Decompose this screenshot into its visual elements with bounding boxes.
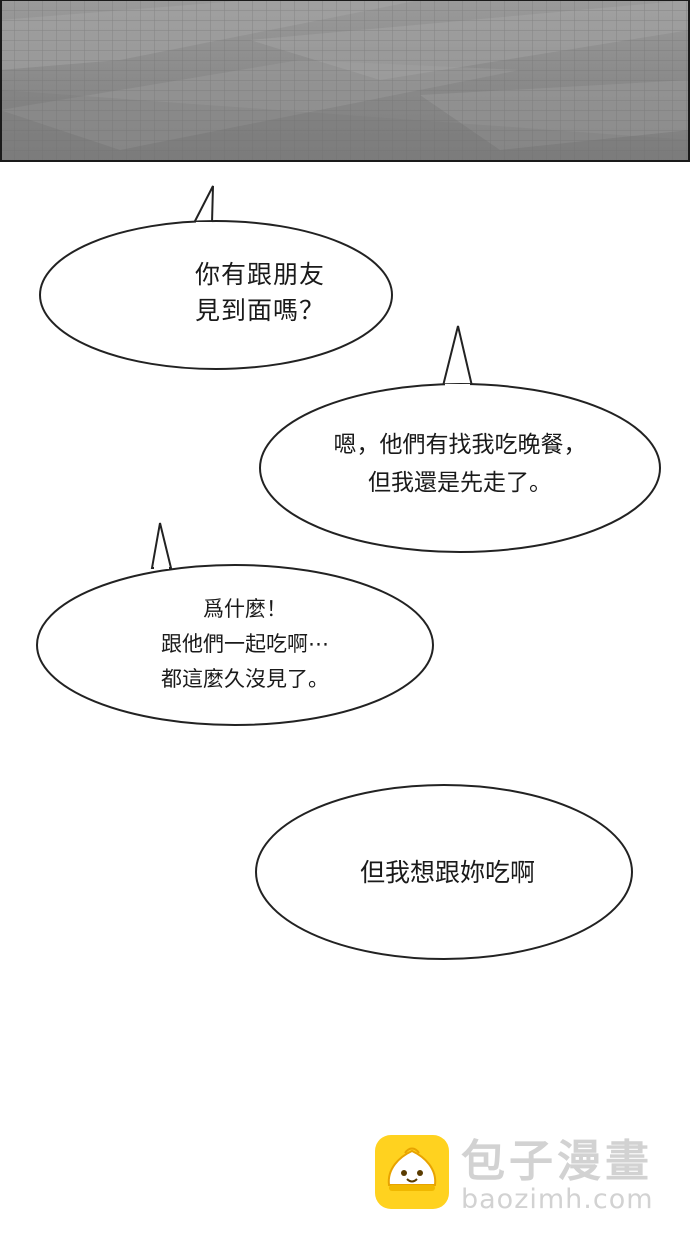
speech-bubble-2-text: 嗯，他們有找我吃晚餐， 但我還是先走了。 xyxy=(285,426,635,502)
speech-bubble-4-text: 但我想跟妳吃啊 xyxy=(280,855,615,891)
speech-line: 爲什麼！ xyxy=(203,597,287,621)
speech-line: 都這麼久沒見了。 xyxy=(161,667,329,691)
watermark[interactable]: 包子漫畫 baozimh.com xyxy=(375,1133,675,1223)
speech-line: 跟他們一起吃啊⋯ xyxy=(161,632,329,656)
speech-bubble-1-text: 你有跟朋友 見到面嗎？ xyxy=(110,257,410,329)
speech-bubble-2 xyxy=(259,325,661,553)
watermark-url[interactable]: baozimh.com xyxy=(461,1184,654,1215)
watermark-name: 包子漫畫 xyxy=(461,1136,653,1187)
tiled-floor-image xyxy=(0,0,690,162)
speech-line: 見到面嗎？ xyxy=(194,296,325,325)
speech-line: 但我還是先走了。 xyxy=(368,470,552,496)
comic-panel-floor xyxy=(0,0,690,162)
bun-logo-icon xyxy=(375,1135,449,1209)
speech-bubble-3 xyxy=(36,522,434,726)
speech-line: 但我想跟妳吃啊 xyxy=(359,858,535,887)
speech-bubble-1 xyxy=(39,185,393,370)
speech-line: 嗯，他們有找我吃晚餐， xyxy=(333,432,587,458)
speech-bubble-4 xyxy=(255,784,633,960)
speech-bubble-3-text: 爲什麼！ 跟他們一起吃啊⋯ 都這麼久沒見了。 xyxy=(85,592,405,697)
speech-line: 你有跟朋友 xyxy=(194,260,325,289)
